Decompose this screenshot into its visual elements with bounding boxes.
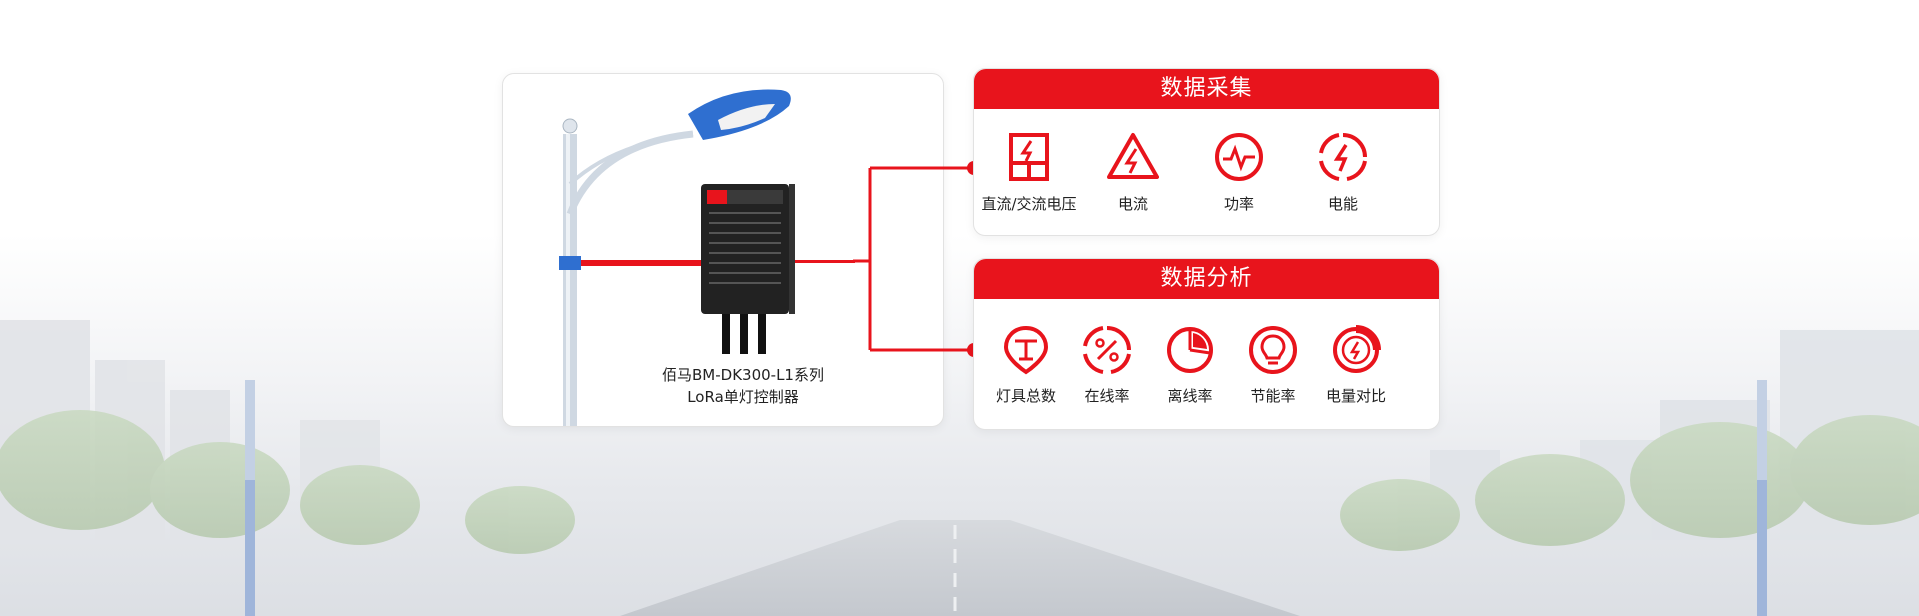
- lamp-total-item: 灯具总数: [971, 325, 1081, 406]
- lamp-total-label: 灯具总数: [995, 387, 1056, 405]
- product-name: 佰马BM-DK300-L1系列: [662, 366, 824, 384]
- energy-saving-icon: [1249, 326, 1297, 374]
- product-type: LoRa单灯控制器: [687, 388, 799, 406]
- offline-rate-icon: [1167, 327, 1213, 373]
- power-label: 功率: [1223, 195, 1254, 213]
- offline-rate-item: 离线率: [1135, 325, 1245, 406]
- voltage-icon: [1009, 133, 1049, 181]
- power-icon: [1215, 133, 1263, 181]
- data-collection-panel: 数据采集 直流/交流电压 电流 功率 电能: [973, 68, 1440, 236]
- lamp-total-icon: [1003, 325, 1049, 375]
- current-label: 电流: [1117, 195, 1148, 213]
- current-item: 电流: [1078, 131, 1188, 214]
- online-rate-item: 在线率: [1052, 325, 1162, 406]
- energy-label: 电能: [1327, 195, 1358, 213]
- power-compare-icon: [1333, 325, 1381, 373]
- energy-icon: [1319, 133, 1367, 181]
- power-compare-label: 电量对比: [1325, 387, 1386, 405]
- energy-item: 电能: [1288, 131, 1398, 214]
- online-rate-icon: [1083, 326, 1131, 374]
- online-rate-label: 在线率: [1084, 387, 1130, 405]
- voltage-label: 直流/交流电压: [981, 195, 1077, 213]
- power-compare-item: 电量对比: [1301, 325, 1411, 406]
- data-analysis-title: 数据分析: [974, 259, 1439, 299]
- street-light-illustration: [559, 89, 855, 426]
- energy-saving-label: 节能率: [1250, 387, 1296, 405]
- energy-saving-item: 节能率: [1218, 325, 1328, 406]
- power-item: 功率: [1184, 131, 1294, 214]
- voltage-item: 直流/交流电压: [974, 131, 1084, 214]
- product-caption: 佰马BM-DK300-L1系列 LoRa单灯控制器: [643, 364, 843, 408]
- data-collection-title: 数据采集: [974, 69, 1439, 109]
- offline-rate-label: 离线率: [1167, 387, 1213, 405]
- current-icon: [1107, 133, 1159, 179]
- product-card: 佰马BM-DK300-L1系列 LoRa单灯控制器: [502, 73, 944, 427]
- data-analysis-panel: 数据分析 灯具总数 在线率 离线率: [973, 258, 1440, 430]
